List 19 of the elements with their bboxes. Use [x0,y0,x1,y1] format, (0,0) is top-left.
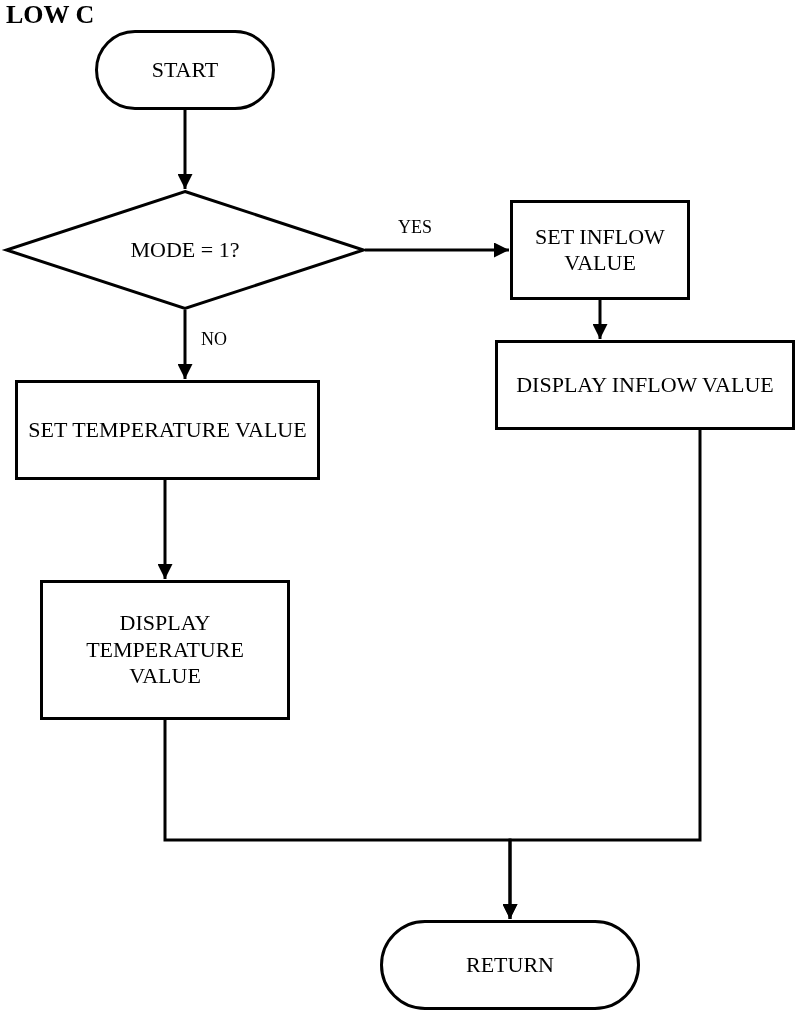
process-box [15,380,320,480]
arrow [177,310,193,379]
node-text: START [150,56,220,84]
node-text: SET TEMPERATURE VALUE [27,416,308,444]
node-text: SET INFLOW VALUE [534,223,666,277]
process-box [510,200,690,300]
process-box [495,340,795,430]
arrow [592,300,608,339]
node-text: RETURN [465,951,555,979]
decision-diamond [5,190,365,310]
arrow [365,242,509,258]
node-text: DISPLAY TEMPERATURE VALUE [85,610,245,690]
arrow [502,430,702,919]
arrow [177,110,193,189]
node-text: DISPLAY INFLOW VALUE [515,371,775,399]
heading-fragment: LOW C [6,0,95,30]
node-text: MODE = 1? [129,236,241,264]
arrow [157,480,173,579]
process-box [40,580,290,720]
